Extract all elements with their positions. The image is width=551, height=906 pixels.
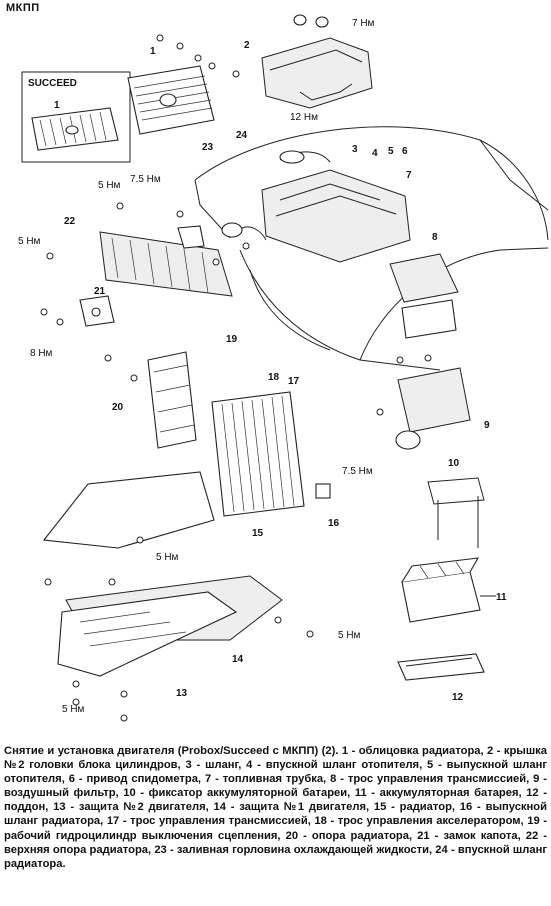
upper-radiator-support <box>99 231 233 297</box>
torque-5nm-e: 5 Нм <box>62 704 85 715</box>
torque-7nm-top: 7 Нм <box>352 18 375 29</box>
caption-body: 1 - облицовка радиатора, 2 - крышка №2 г… <box>4 745 548 870</box>
radiator-stay <box>147 351 197 449</box>
callout-16: 16 <box>328 518 340 529</box>
callout-6: 6 <box>402 146 408 157</box>
callout-5: 5 <box>388 146 394 157</box>
engine-undercover <box>42 471 283 677</box>
battery <box>401 557 496 623</box>
radiator-grille <box>127 65 215 135</box>
callout-14: 14 <box>232 654 244 665</box>
callout-22: 22 <box>64 216 76 227</box>
fasteners <box>40 34 432 722</box>
callout-1: 1 <box>150 46 156 57</box>
battery-tray <box>397 653 485 681</box>
callout-12: 12 <box>452 692 464 703</box>
callout-4: 4 <box>372 148 378 159</box>
inset-succeed: SUCCEED <box>21 71 131 163</box>
callout-3: 3 <box>352 144 358 155</box>
torque-5nm-a: 5 Нм <box>98 180 121 191</box>
callout-1-inset: 1 <box>54 100 60 111</box>
torque-8nm: 8 Нм <box>30 348 53 359</box>
callout-18: 18 <box>268 372 280 383</box>
battery-clamp <box>427 477 485 548</box>
callout-13: 13 <box>176 688 188 699</box>
callout-labels: 1 1 2 3 4 5 6 7 8 9 10 11 12 13 14 15 16… <box>54 40 507 703</box>
callout-19: 19 <box>226 334 238 345</box>
radiator <box>211 391 305 517</box>
callout-11: 11 <box>496 592 507 603</box>
coolant-filler-neck <box>177 222 267 249</box>
figure-caption: Снятие и установка двигателя (Probox/Suc… <box>4 744 547 871</box>
torque-5nm-d: 5 Нм <box>338 630 361 641</box>
callout-15: 15 <box>252 528 264 539</box>
caption-title: Снятие и установка двигателя (Probox/Suc… <box>4 745 339 757</box>
torque-labels: 7 Нм 12 Нм 5 Нм 7.5 Нм 5 Нм 8 Нм 7.5 Нм … <box>18 18 375 715</box>
torque-7-5nm-b: 7.5 Нм <box>342 466 373 477</box>
callout-21: 21 <box>94 286 106 297</box>
air-filter <box>389 253 471 450</box>
callout-10: 10 <box>448 458 460 469</box>
inset-label: SUCCEED <box>28 78 77 89</box>
callout-9: 9 <box>484 420 490 431</box>
diagram-drawing: SUCCEED <box>18 14 549 722</box>
callout-24: 24 <box>236 130 248 141</box>
torque-5nm-c: 5 Нм <box>156 552 179 563</box>
torque-5nm-b: 5 Нм <box>18 236 41 247</box>
hood-lock <box>79 295 115 327</box>
callout-20: 20 <box>112 402 124 413</box>
transmission-code: МКПП <box>6 2 40 14</box>
callout-23: 23 <box>202 142 214 153</box>
torque-12nm: 12 Нм <box>290 112 318 123</box>
cylinder-head-cover <box>261 14 373 109</box>
callout-2: 2 <box>244 40 250 51</box>
engine-assembly <box>261 150 411 263</box>
callout-17: 17 <box>288 376 300 387</box>
torque-7-5nm-a: 7.5 Нм <box>130 174 161 185</box>
radiator-outlet-hose <box>315 483 331 499</box>
callout-7: 7 <box>406 170 412 181</box>
callout-8: 8 <box>432 232 438 243</box>
